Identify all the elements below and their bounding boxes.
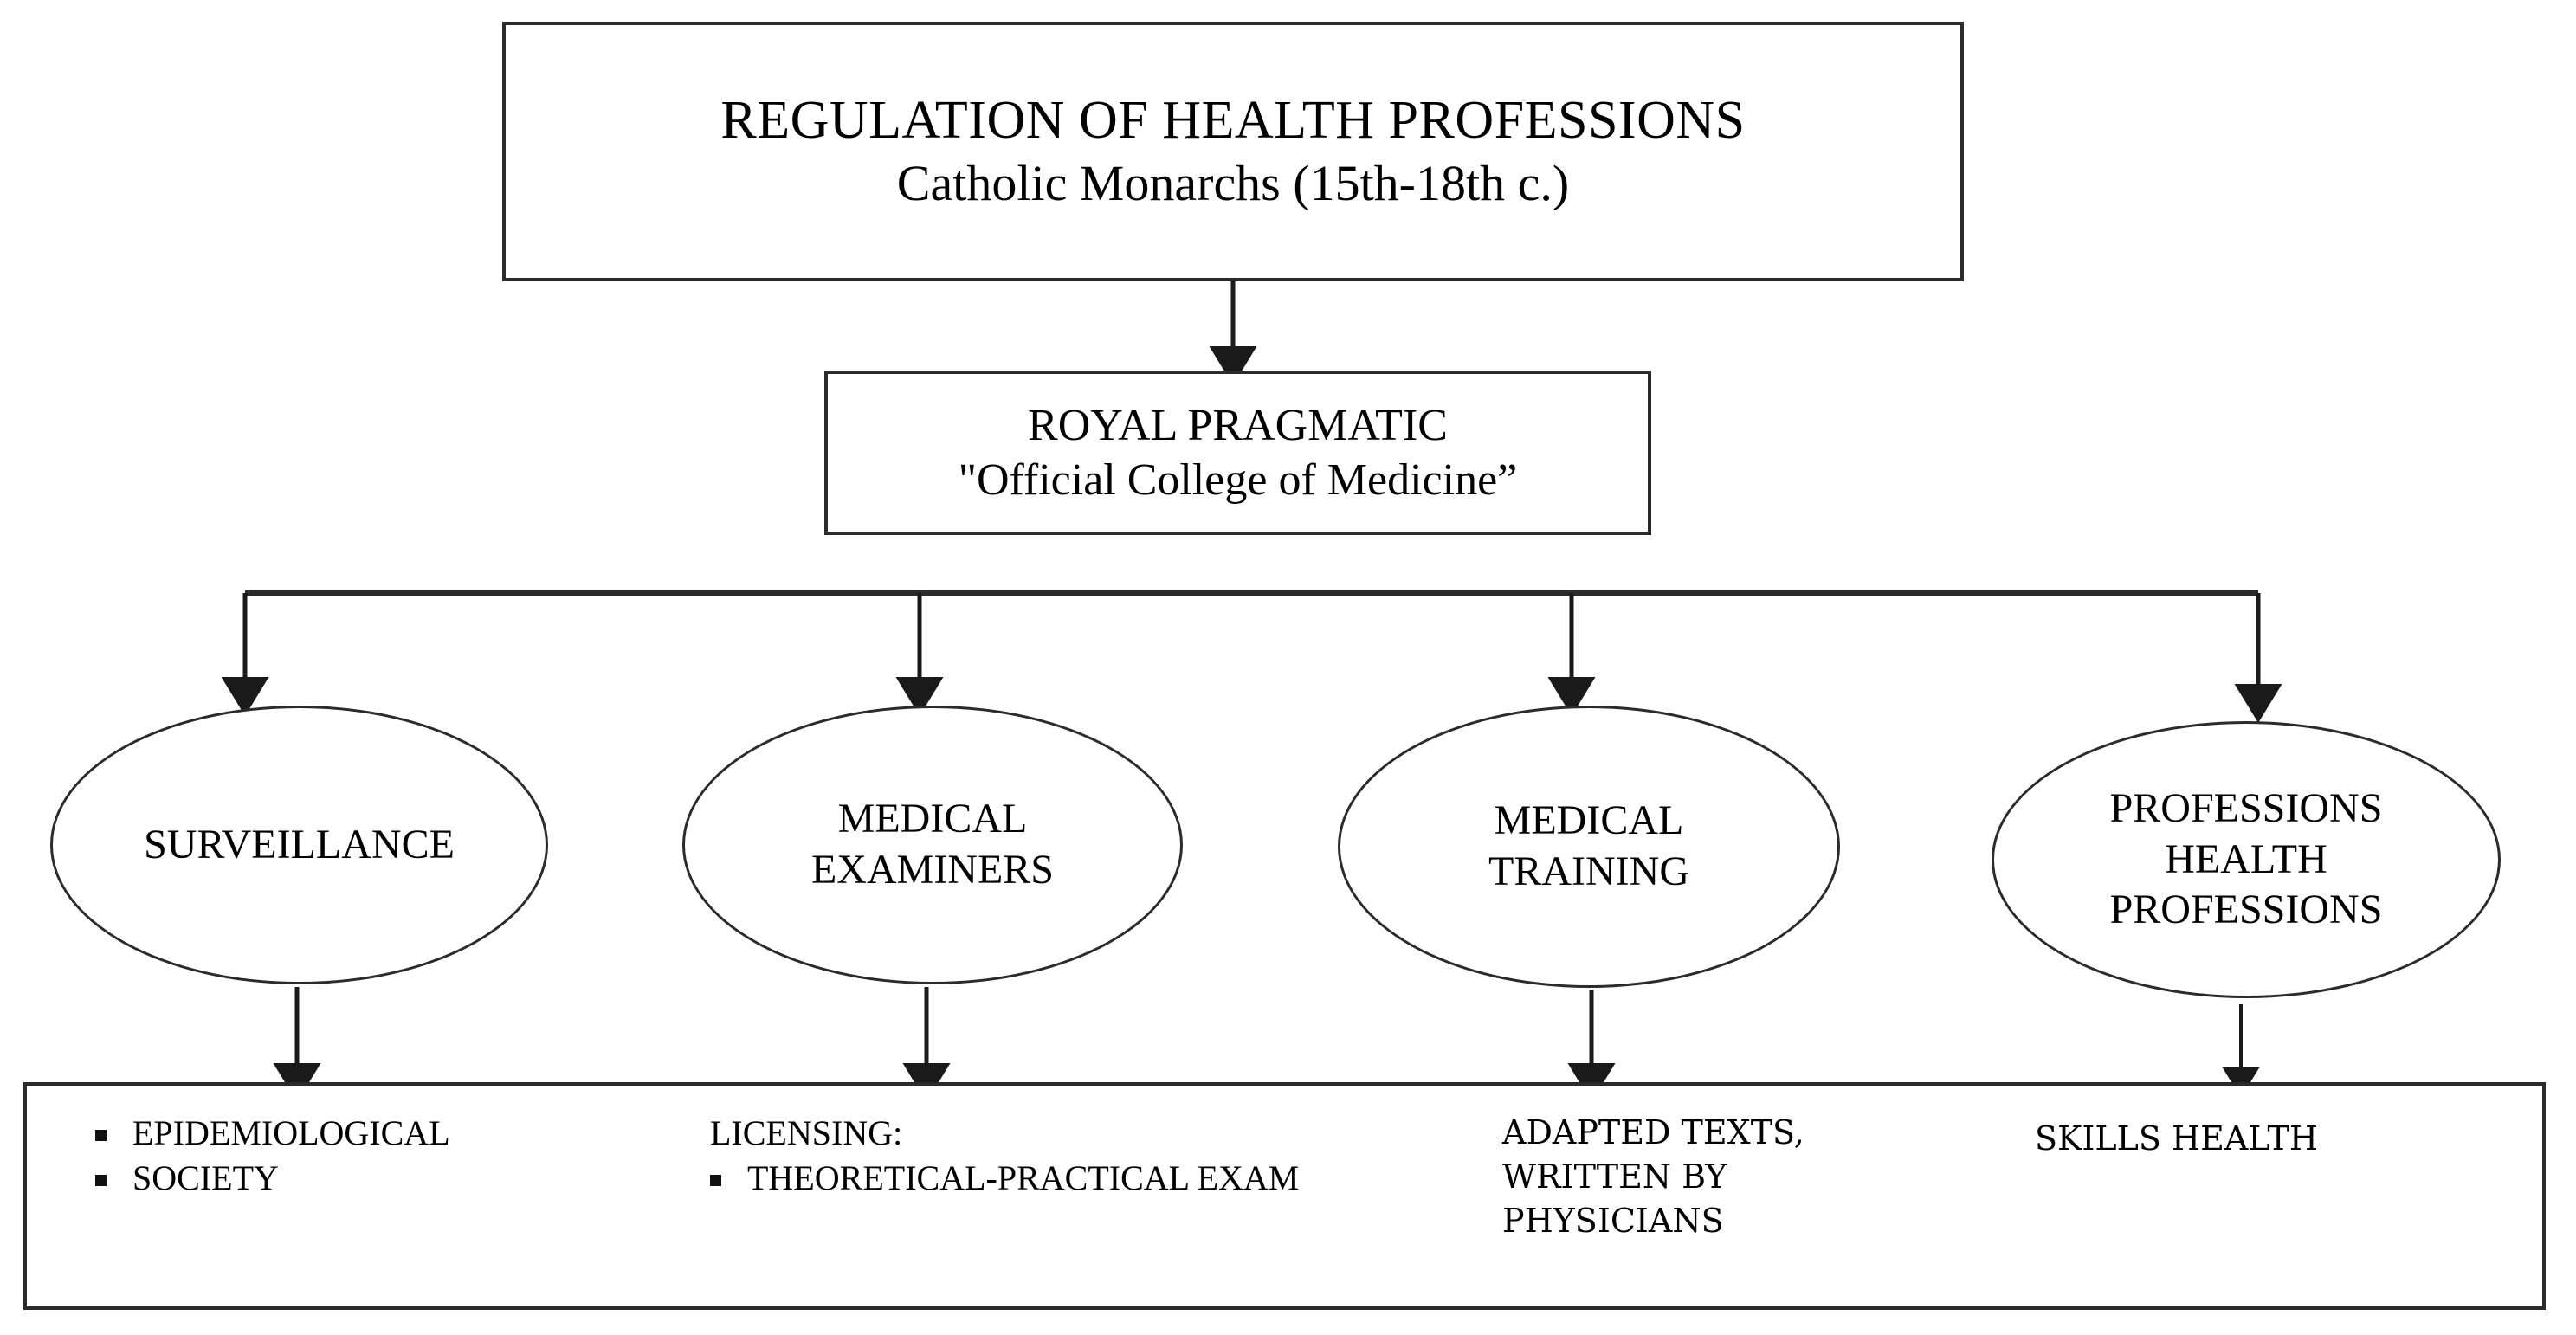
node-surveillance: SURVEILLANCE <box>50 706 548 984</box>
node-health-professions-line-2: HEALTH <box>2165 835 2327 882</box>
node-medical-examiners-line-2: EXAMINERS <box>810 847 1054 893</box>
outcome-text: SOCIETY <box>132 1158 279 1197</box>
title-box: REGULATION OF HEALTH PROFESSIONS Catholi… <box>502 22 1964 281</box>
square-bullet-icon <box>710 1175 721 1186</box>
outcomes-box <box>23 1082 2546 1310</box>
connector-bus <box>221 590 2282 723</box>
square-bullet-icon <box>95 1130 107 1141</box>
outcome-item: SOCIETY <box>95 1156 701 1201</box>
outcome-text: ADAPTED TEXTS, <box>1502 1113 1804 1151</box>
pragmatic-line-2: "Official College of Medicine” <box>958 455 1518 505</box>
outcomes-column-training: ADAPTED TEXTS, WRITTEN BY PHYSICIANS <box>1502 1111 1970 1243</box>
node-medical-training-line-1: MEDICAL <box>1494 797 1684 844</box>
node-health-professions: PROFESSIONS HEALTH PROFESSIONS <box>1992 721 2501 998</box>
outcome-text: PHYSICIANS <box>1502 1201 1724 1240</box>
outcome-text: WRITTEN BY <box>1502 1157 1727 1196</box>
title-line-2: Catholic Monarchs (15th-18th c.) <box>896 155 1570 212</box>
outcome-item: THEORETICAL-PRACTICAL EXAM <box>710 1156 1429 1201</box>
pragmatic-line-1: ROYAL PRAGMATIC <box>1028 400 1448 450</box>
node-medical-examiners-line-1: MEDICAL <box>837 796 1028 842</box>
node-health-professions-line-3: PROFESSIONS <box>2109 887 2383 933</box>
outcome-text: THEORETICAL-PRACTICAL EXAM <box>747 1158 1300 1197</box>
outcome-item: EPIDEMIOLOGICAL <box>95 1111 701 1156</box>
node-health-professions-line-1: PROFESSIONS <box>2109 785 2383 832</box>
node-medical-training: MEDICAL TRAINING <box>1338 706 1840 988</box>
outcome-text: EPIDEMIOLOGICAL <box>132 1113 450 1152</box>
square-bullet-icon <box>95 1175 107 1186</box>
outcomes-column-professions: SKILLS HEALTH <box>2035 1117 2520 1161</box>
outcomes-column-surveillance: EPIDEMIOLOGICAL SOCIETY <box>95 1111 701 1201</box>
outcome-text: SKILLS HEALTH <box>2035 1119 2318 1158</box>
node-surveillance-line-1: SURVEILLANCE <box>144 821 455 867</box>
node-medical-examiners: MEDICAL EXAMINERS <box>682 706 1183 984</box>
title-line-1: REGULATION OF HEALTH PROFESSIONS <box>720 90 1746 150</box>
outcome-heading: LICENSING: <box>710 1113 903 1152</box>
connector-nodes-to-outcomes <box>273 987 2260 1102</box>
node-medical-training-line-2: TRAINING <box>1488 848 1689 894</box>
outcomes-column-licensing: LICENSING: THEORETICAL-PRACTICAL EXAM <box>710 1111 1429 1201</box>
royal-pragmatic-box: ROYAL PRAGMATIC "Official College of Med… <box>824 371 1651 535</box>
